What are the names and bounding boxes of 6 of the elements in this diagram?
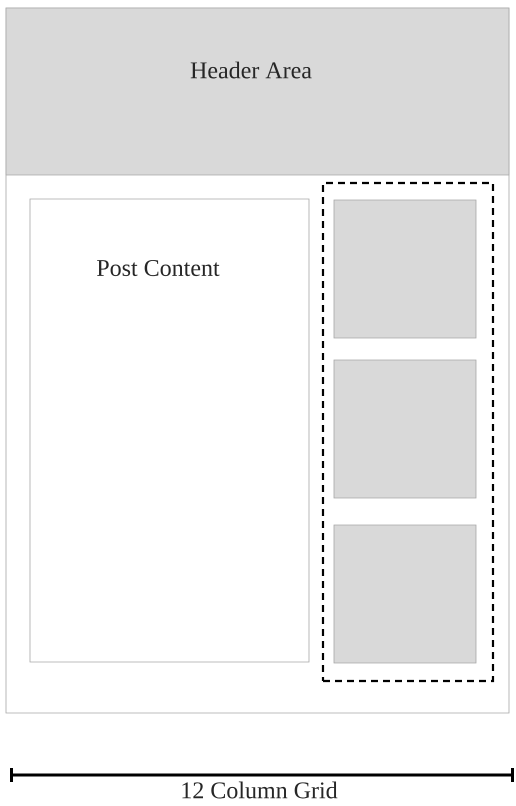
- header-area: Header Area: [6, 8, 510, 176]
- content-area: Post Content: [30, 198, 310, 662]
- widget-box: [334, 524, 476, 664]
- widget-box: [334, 360, 476, 498]
- widget-box: [334, 200, 476, 338]
- dimension-label: 12 Column Grid: [182, 782, 338, 798]
